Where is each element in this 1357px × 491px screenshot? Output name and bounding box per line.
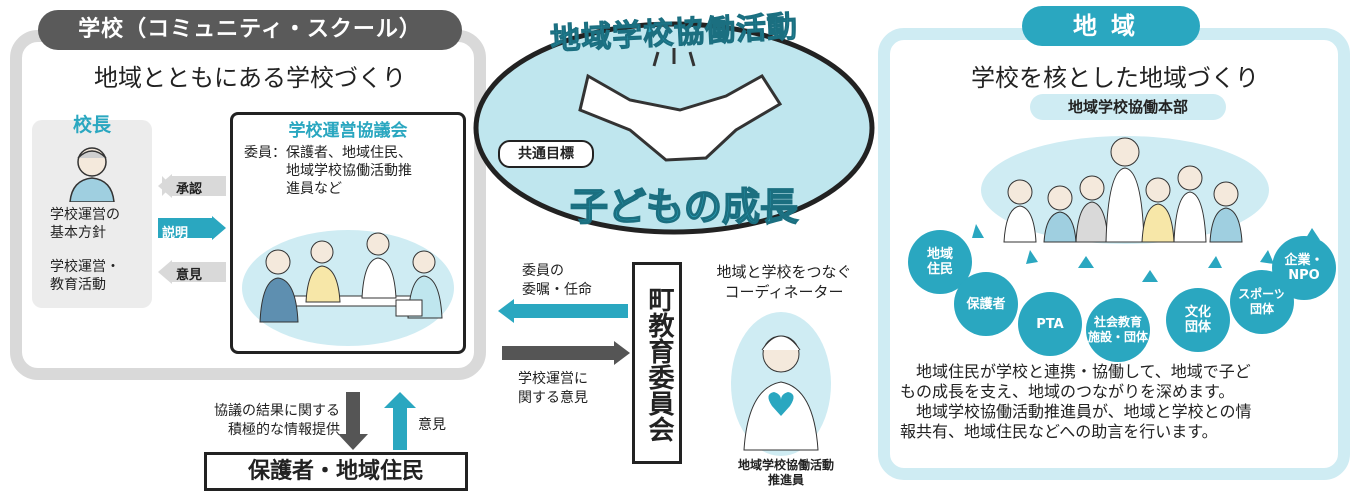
board-of-education-name: 町教育委員会 — [644, 286, 674, 442]
council-title: 学校運営協議会 — [288, 121, 408, 141]
council-members: 保護者、地域住民、 地域学校協働活動推 進員など — [286, 145, 412, 197]
group-business-npo: 企業・NPO — [1272, 236, 1336, 300]
explain-label: 説明 — [162, 226, 189, 241]
region-subtitle: 学校を核とした地域づくり — [971, 64, 1259, 92]
coordinator-label: 地域と学校をつなぐコーディネーター — [716, 263, 852, 301]
school-opinion-label: 学校運営に関する意見 — [518, 371, 588, 406]
center-ellipse — [473, 21, 875, 235]
goal-text: 子どもの成長 — [569, 184, 799, 230]
region-description: 地域住民が学校と連携・協働して、地域で子ど もの成長を支え、地域のつながりを深め… — [900, 362, 1252, 441]
region-tag: 地域 — [1022, 6, 1200, 46]
principal-item2: 学校運営・教育活動 — [50, 259, 120, 293]
principal-illustration-icon — [69, 147, 115, 202]
hq-label: 地域学校協働本部 — [1030, 94, 1226, 120]
community-members-illustration-icon — [981, 136, 1269, 244]
bottom-arrows — [338, 392, 416, 450]
guardians-residents-box: 保護者・地域住民 — [204, 452, 468, 491]
school-tag: 学校（コミュニティ・スクール） — [38, 10, 462, 50]
principal-council-arrows — [158, 174, 226, 284]
group-arrows — [972, 224, 1320, 282]
group-culture: 文化団体 — [1166, 288, 1230, 352]
coordinator-role: 地域学校協働活動推進員 — [737, 458, 834, 487]
group-social-education: 社会教育施設・団体 — [1086, 298, 1150, 362]
guardians-opinion-label: 意見 — [418, 417, 446, 433]
common-goal-label: 共通目標 — [498, 140, 594, 168]
principal-item1: 学校運営の基本方針 — [50, 207, 120, 241]
group-guardians: 保護者 — [954, 272, 1018, 336]
principal-title: 校長 — [72, 114, 111, 136]
commission-arrow-icon — [498, 299, 628, 323]
info-provision-label: 協議の結果に関する積極的な情報提供 — [214, 403, 340, 438]
approve-label: 承認 — [176, 182, 203, 197]
commission-label: 委員の委嘱・任命 — [522, 263, 592, 298]
coordinator-illustration-icon — [731, 312, 831, 456]
group-local-residents: 地域住民 — [908, 230, 972, 294]
board-of-education-box — [632, 262, 682, 464]
school-subtitle: 地域とともにある学校づくり — [94, 64, 406, 92]
council-members-label: 委員： — [244, 145, 286, 161]
opinion-label: 意見 — [176, 268, 203, 283]
council-meeting-illustration-icon — [242, 230, 454, 346]
school-opinion-arrow-icon — [502, 341, 630, 365]
group-pta: PTA — [1018, 292, 1082, 356]
